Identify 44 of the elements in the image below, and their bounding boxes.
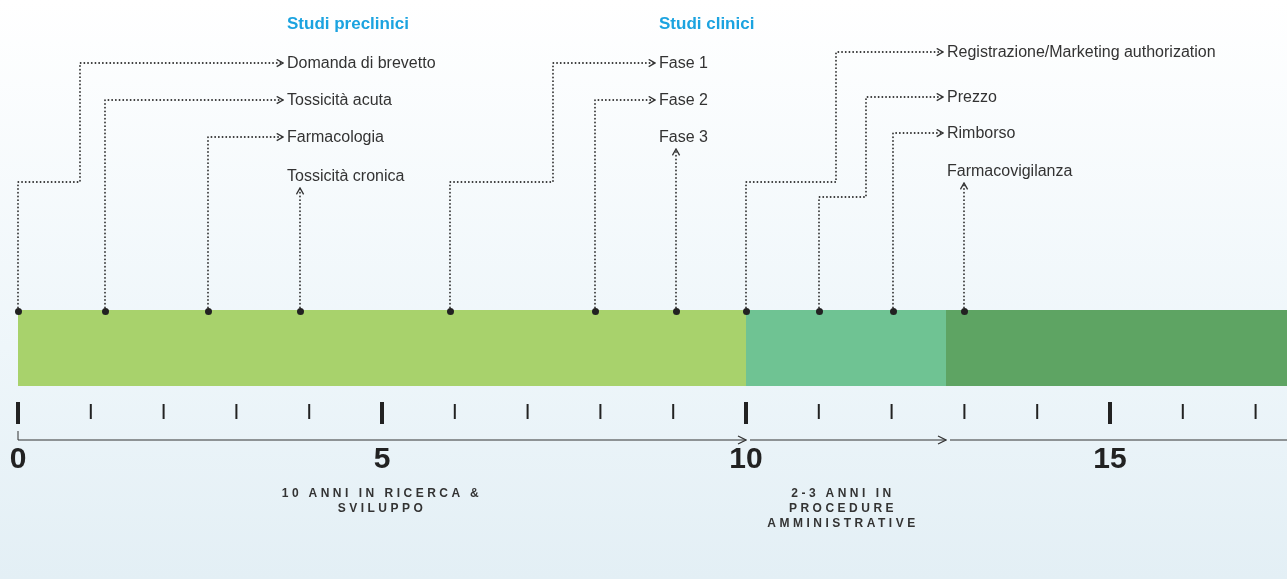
milestone-label: Registrazione/Marketing authorization — [947, 42, 1216, 62]
milestone-label: Rimborso — [947, 123, 1016, 143]
timeline-dot — [815, 307, 823, 315]
timeline-segment — [946, 310, 1287, 386]
dotted-arrow — [745, 47, 944, 309]
timeline-dot — [204, 307, 212, 315]
timeline-dot — [889, 307, 897, 315]
scale-number: 0 — [9, 441, 27, 475]
milestone-label: Farmacovigilanza — [947, 161, 1073, 181]
dotted-arrow — [104, 95, 284, 309]
dotted-arrow — [207, 132, 284, 309]
dotted-arrow — [892, 128, 944, 309]
scale-number: 10 — [729, 441, 763, 475]
milestone-label: Prezzo — [947, 87, 997, 107]
period-caption: 2-3 ANNI IN PROCEDURE AMMINISTRATIVE — [766, 486, 920, 531]
dotted-arrow — [17, 58, 284, 309]
milestone-label: Fase 2 — [659, 90, 708, 110]
timeline-dot — [14, 307, 22, 315]
timeline-dot — [296, 307, 304, 315]
timeline-dot — [960, 307, 968, 315]
section-heading: Studi preclinici — [287, 14, 409, 34]
dotted-arrow — [818, 92, 944, 309]
timeline-segment — [18, 310, 746, 386]
period-caption: 10 ANNI IN RICERCA & SVILUPPO — [280, 486, 484, 516]
timeline-segment — [746, 310, 946, 386]
milestone-label: Farmacologia — [287, 127, 384, 147]
section-heading: Studi clinici — [659, 14, 755, 34]
scale-number: 15 — [1093, 441, 1127, 475]
timeline-dot — [742, 307, 750, 315]
milestone-label: Tossicità cronica — [287, 166, 405, 186]
milestone-label: Fase 3 — [659, 127, 708, 147]
timeline-dot — [591, 307, 599, 315]
dotted-arrow — [295, 187, 305, 309]
milestone-label: Fase 1 — [659, 53, 708, 73]
dotted-arrow — [959, 182, 969, 309]
timeline-dot — [672, 307, 680, 315]
timeline-dot — [101, 307, 109, 315]
dotted-arrow — [449, 58, 656, 309]
timeline-dot — [446, 307, 454, 315]
milestone-label: Domanda di brevetto — [287, 53, 436, 73]
dotted-arrow — [671, 148, 681, 309]
dotted-arrow — [594, 95, 656, 309]
milestone-label: Tossicità acuta — [287, 90, 392, 110]
scale-number: 5 — [373, 441, 391, 475]
